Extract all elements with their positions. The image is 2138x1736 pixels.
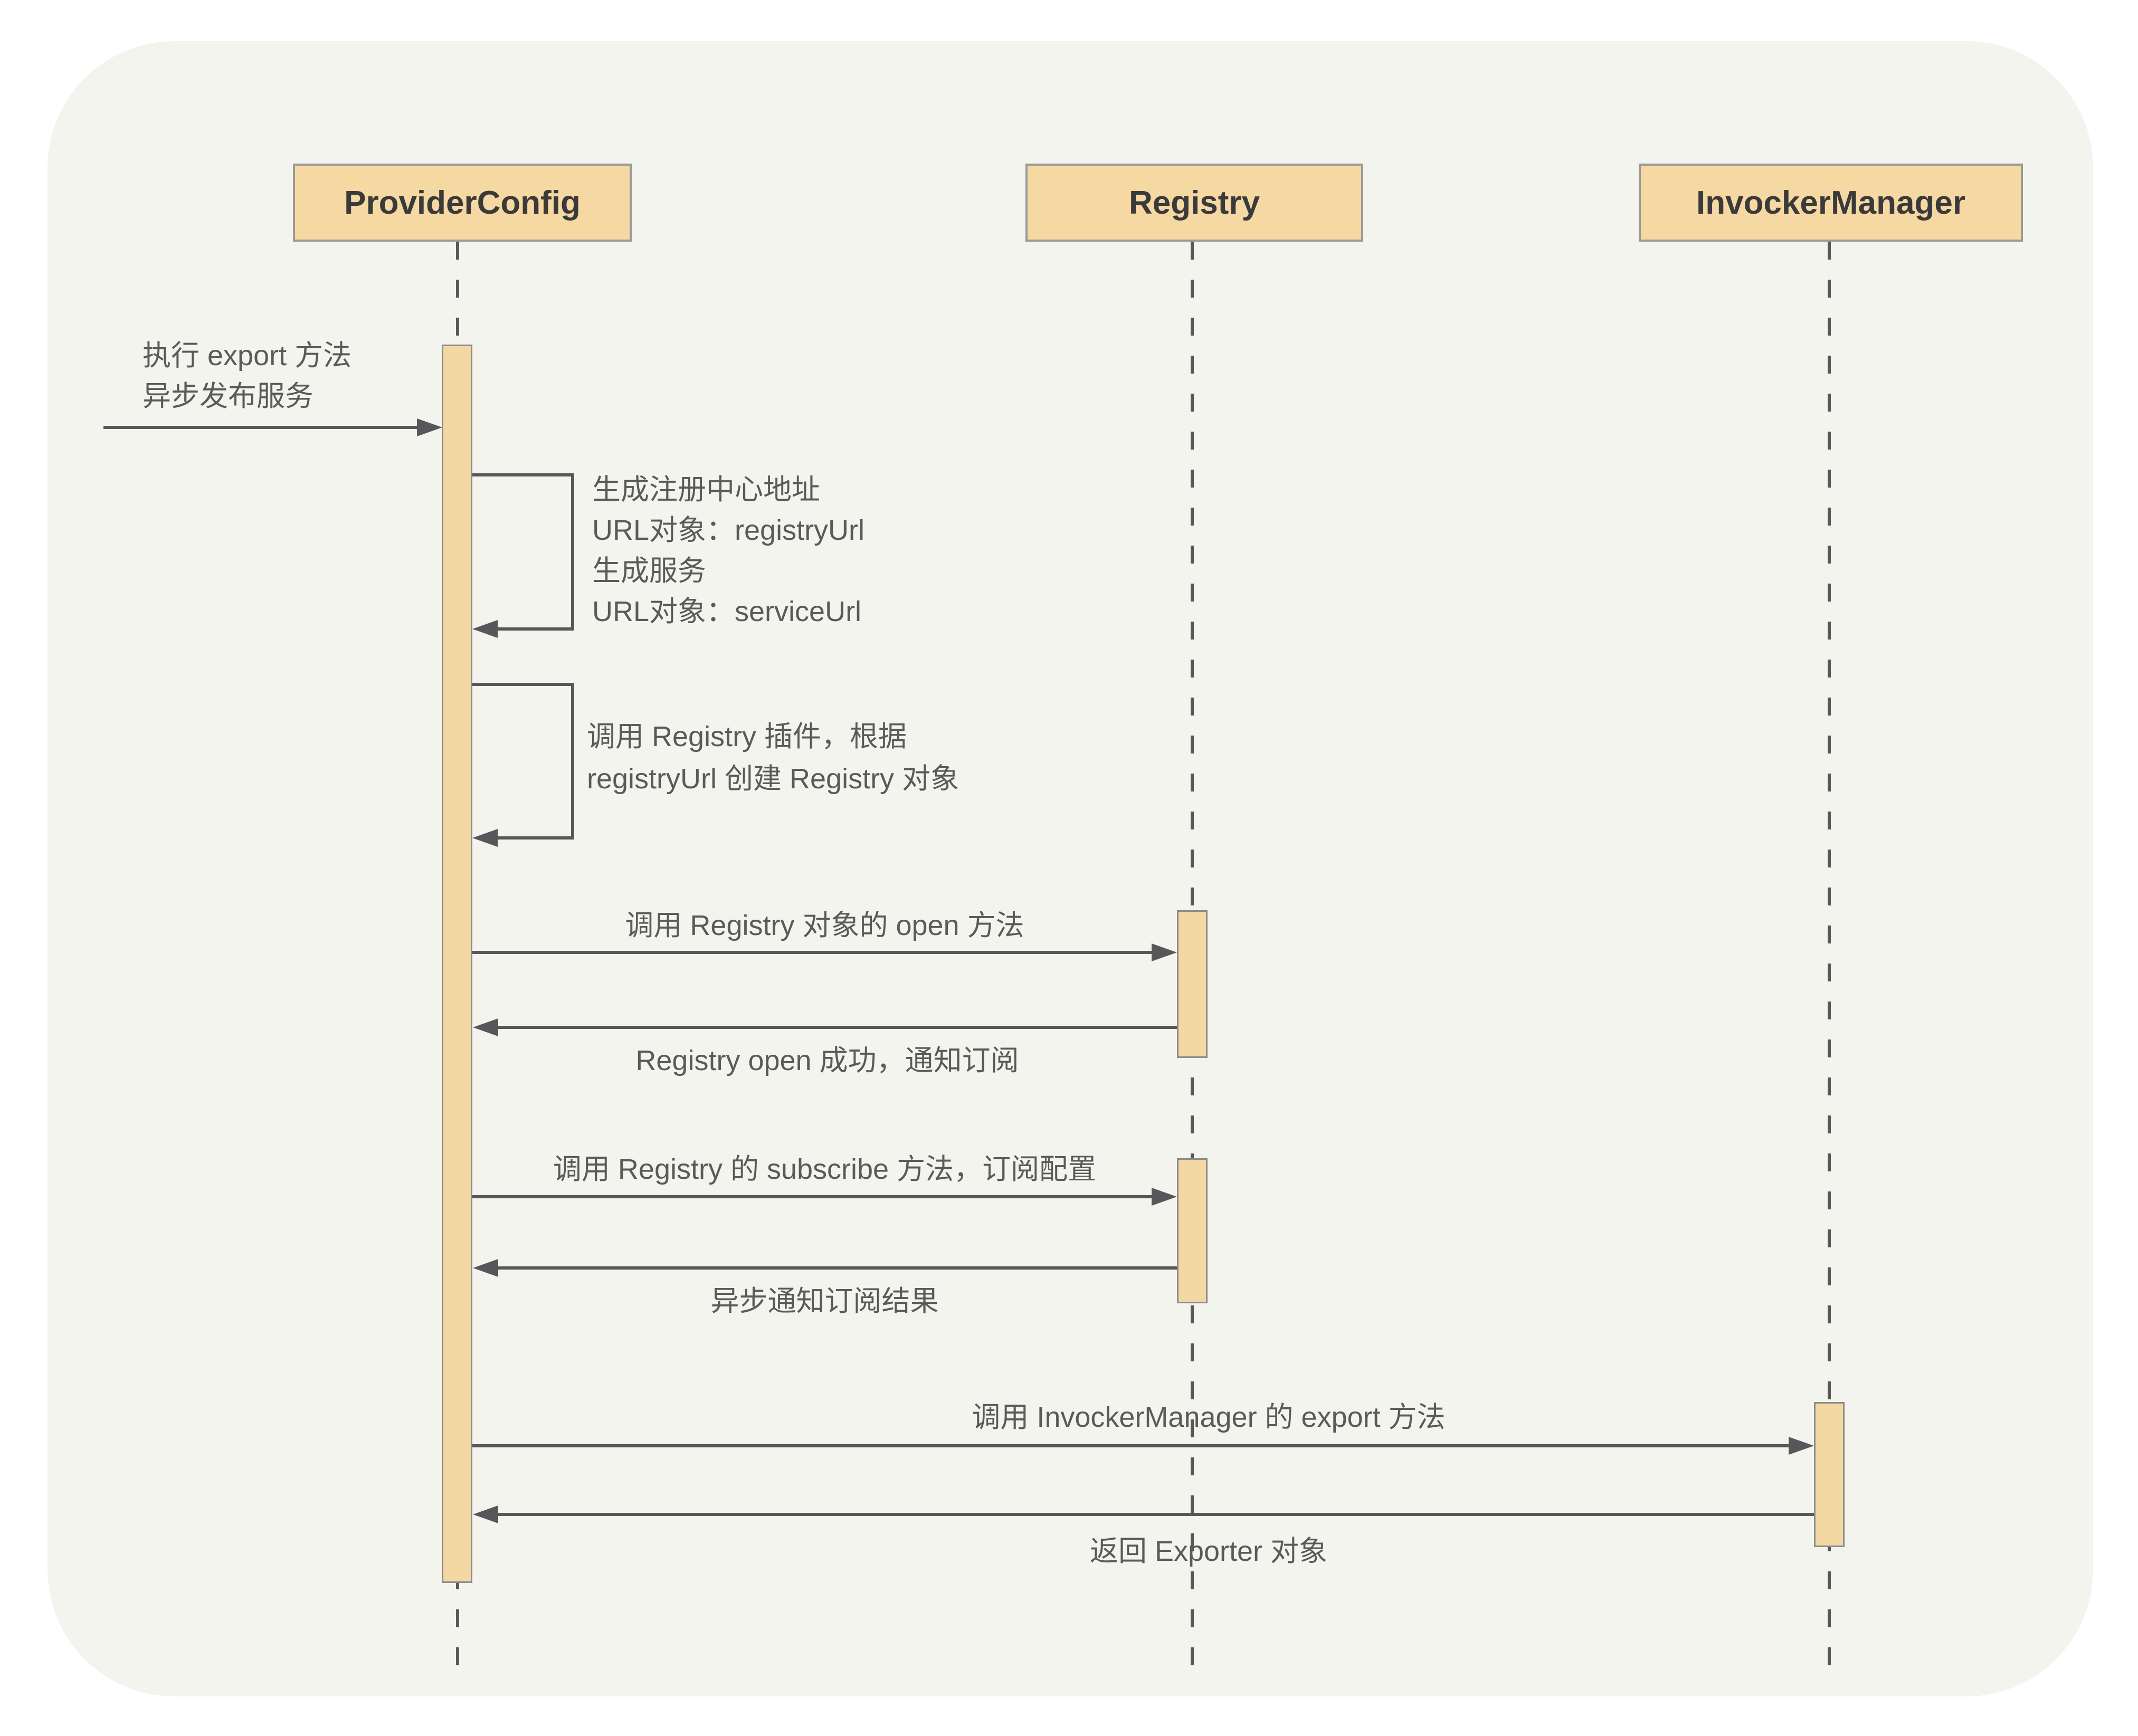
- arrowhead-right-icon: [1789, 1437, 1814, 1455]
- arrowhead-left-icon: [473, 1018, 498, 1036]
- message-label-line: registryUrl 创建 Registry 对象: [587, 763, 959, 795]
- message-arrow-line: [472, 951, 1152, 954]
- message-label-line: URL对象：serviceUrl: [592, 596, 862, 627]
- arrowhead-left-icon: [472, 620, 498, 638]
- self-message-line: [498, 627, 574, 631]
- arrowhead-left-icon: [473, 1259, 498, 1277]
- message-label-line: 调用 Registry 插件，根据: [587, 721, 907, 752]
- activation-invockermanager: [1814, 1402, 1845, 1547]
- activation-registry-subscribe: [1177, 1158, 1208, 1303]
- message-label: 调用 Registry 插件，根据 registryUrl 创建 Registr…: [587, 716, 959, 800]
- message-arrow-line: [498, 1513, 1814, 1516]
- participant-providerconfig: ProviderConfig: [293, 164, 632, 242]
- message-label-line: URL对象：registryUrl: [592, 514, 865, 546]
- message-arrow-line: [498, 1266, 1177, 1270]
- message-label: 调用 Registry 的 subscribe 方法，订阅配置: [553, 1153, 1097, 1185]
- self-message-line: [498, 836, 574, 840]
- message-label-line: 异步发布服务: [142, 380, 313, 412]
- activation-registry-open: [1177, 910, 1208, 1058]
- arrowhead-right-icon: [417, 418, 442, 436]
- message-label: 执行 export 方法 异步发布服务: [142, 336, 351, 417]
- participant-invockermanager: InvockerManager: [1639, 164, 2023, 242]
- message-label: 异步通知订阅结果: [710, 1285, 939, 1317]
- arrowhead-left-icon: [473, 1505, 498, 1523]
- message-label: 调用 Registry 对象的 open 方法: [625, 910, 1024, 941]
- diagram-canvas: [47, 41, 2093, 1696]
- participant-registry: Registry: [1025, 164, 1363, 242]
- lifeline-invockermanager: [1828, 242, 1831, 1673]
- message-arrow-line: [472, 1444, 1789, 1447]
- self-message-line: [571, 683, 574, 839]
- message-label: 调用 InvockerManager 的 export 方法: [972, 1401, 1446, 1433]
- self-message-line: [472, 683, 574, 686]
- activation-providerconfig: [442, 345, 472, 1583]
- self-message-line: [472, 473, 574, 476]
- message-label: Registry open 成功，通知订阅: [635, 1045, 1019, 1076]
- message-arrow-line: [498, 1026, 1177, 1029]
- message-label: 返回 Exporter 对象: [1089, 1535, 1328, 1567]
- arrowhead-right-icon: [1152, 1188, 1177, 1206]
- arrowhead-left-icon: [472, 829, 498, 847]
- message-label-line: 执行 export 方法: [142, 340, 352, 371]
- message-arrow-line: [103, 426, 417, 429]
- message-label-line: 生成注册中心地址: [592, 474, 820, 505]
- message-arrow-line: [472, 1195, 1152, 1198]
- arrowhead-right-icon: [1152, 943, 1177, 961]
- self-message-line: [571, 473, 574, 630]
- message-label-line: 生成服务: [592, 555, 706, 587]
- message-label: 生成注册中心地址 URL对象：registryUrl 生成服务 URL对象：se…: [592, 470, 864, 632]
